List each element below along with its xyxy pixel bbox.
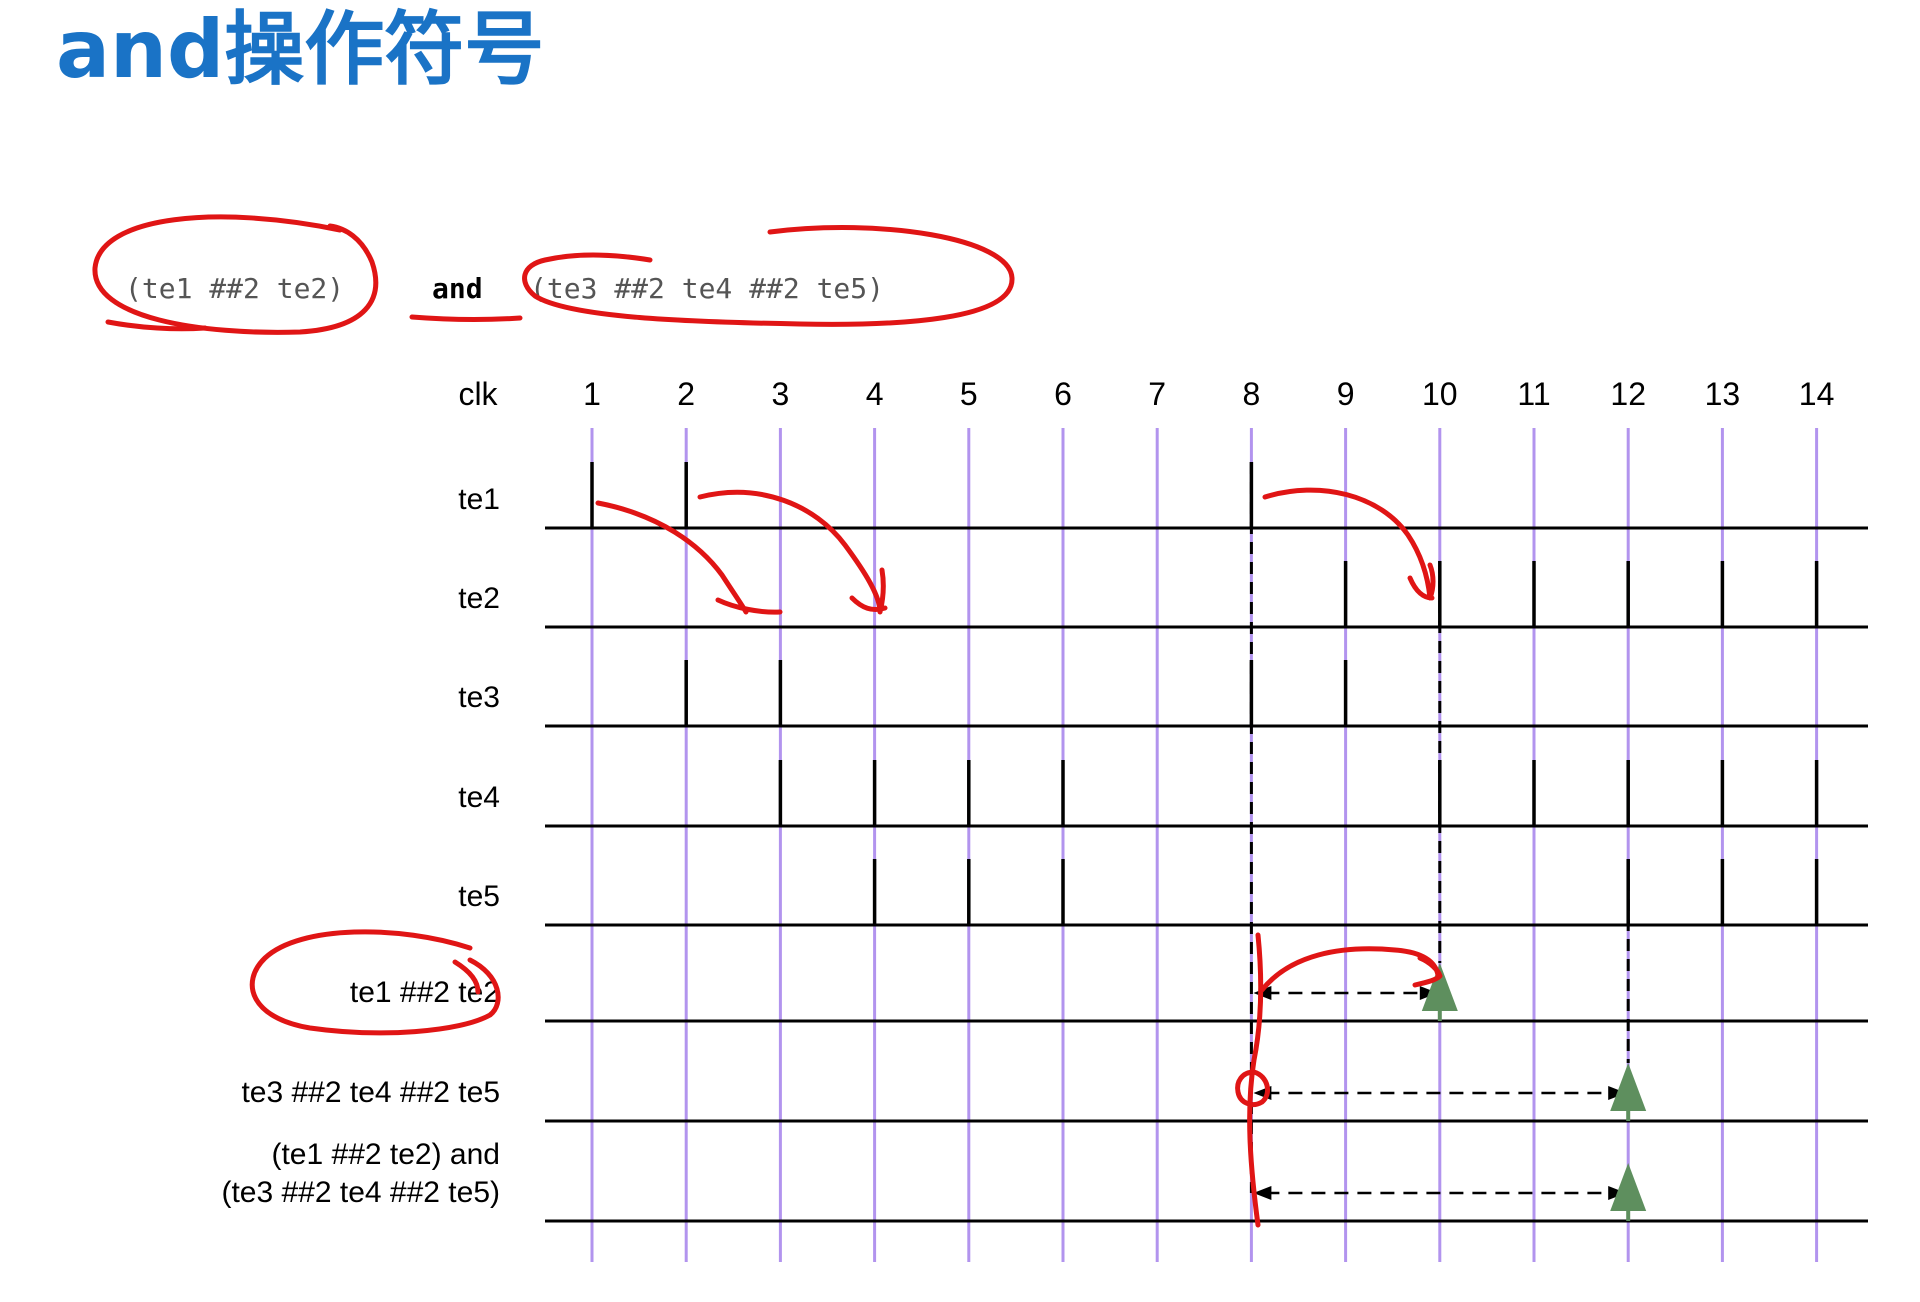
clock-number-7: 7 <box>1148 376 1166 412</box>
annotation-circle-part2 <box>522 225 1015 327</box>
clock-number-1: 1 <box>583 376 601 412</box>
result-label-3-line-1: (te1 ##2 te2) and <box>271 1138 500 1171</box>
clock-number-9: 9 <box>1337 376 1355 412</box>
annotation-arrow-te1-1 <box>595 500 783 615</box>
clock-number-11: 11 <box>1517 376 1550 412</box>
sequence-expression: (te1 ##2 te2) and (te3 ##2 te4 ##2 te5) <box>125 272 884 305</box>
signal-label-te5: te5 <box>458 880 500 913</box>
clk-label: clk <box>458 376 498 412</box>
signal-label-te1: te1 <box>458 483 500 516</box>
annotation-arrow-te1-2 <box>697 489 888 615</box>
match-marker-3 <box>1610 1163 1647 1211</box>
result-label-3-line-2: (te3 ##2 te4 ##2 te5) <box>221 1176 500 1209</box>
result-label-2-line-1: te3 ##2 te4 ##2 te5 <box>241 1076 500 1109</box>
clock-number-3: 3 <box>772 376 790 412</box>
expression-part2: (te3 ##2 te4 ##2 te5) <box>530 272 884 305</box>
match-marker-2 <box>1610 1063 1647 1111</box>
signal-label-te2: te2 <box>458 582 500 615</box>
clock-number-5: 5 <box>960 376 978 412</box>
match-marker-1 <box>1421 963 1458 1011</box>
clock-lines <box>590 428 1819 1262</box>
expression-part1: (te1 ##2 te2) <box>125 272 344 305</box>
slide-title: and操作符号 <box>56 3 545 96</box>
clock-number-10: 10 <box>1422 376 1458 412</box>
result-arrow-left-3 <box>1253 1186 1272 1200</box>
annotation-underline-part1 <box>105 319 208 332</box>
signal-label-te4: te4 <box>458 781 500 814</box>
result-rows <box>1253 963 1647 1221</box>
clock-number-13: 13 <box>1705 376 1741 412</box>
annotation-circle-part1 <box>92 214 379 335</box>
clock-number-2: 2 <box>677 376 695 412</box>
signal-pulses <box>590 462 1819 925</box>
signal-baselines <box>545 526 1868 1223</box>
annotation-arrow-te1-8 <box>1262 487 1436 601</box>
clock-number-4: 4 <box>866 376 884 412</box>
handwritten-annotations <box>92 214 1443 1228</box>
annotation-red-vertical-start <box>1247 932 1264 1228</box>
signal-label-te3: te3 <box>458 681 500 714</box>
annotation-circle-start-point <box>1235 1069 1271 1108</box>
annotation-arrow-result-span <box>1259 946 1443 993</box>
annotation-circle-result-label <box>249 929 501 1036</box>
expression-operator: and <box>432 272 483 305</box>
annotation-underline-and <box>409 314 523 322</box>
clock-number-6: 6 <box>1054 376 1072 412</box>
clock-number-12: 12 <box>1610 376 1646 412</box>
clock-number-8: 8 <box>1243 376 1261 412</box>
clock-number-14: 14 <box>1799 376 1835 412</box>
